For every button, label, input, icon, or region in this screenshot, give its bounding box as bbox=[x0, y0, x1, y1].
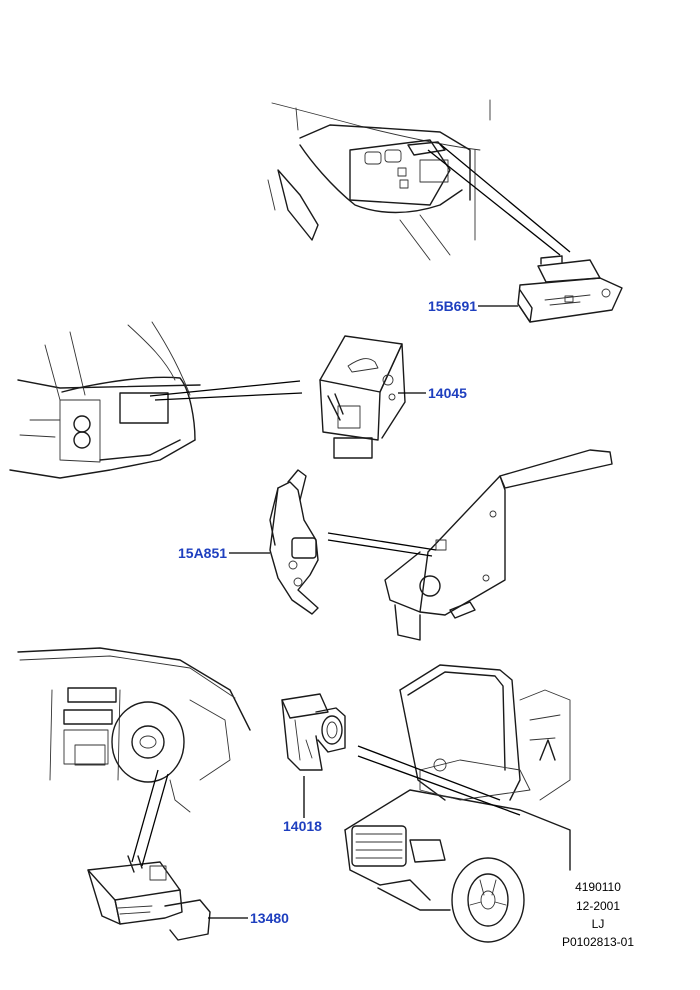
handbrake-lever-illustration bbox=[384, 449, 613, 641]
dashboard-illustration bbox=[17, 647, 251, 813]
tailgate-illustration bbox=[9, 321, 201, 479]
leader-handbrake-1 bbox=[327, 532, 437, 551]
callout-14018: 14018 bbox=[283, 818, 322, 834]
switch-14018-part bbox=[281, 693, 346, 771]
switch-14045-part bbox=[319, 335, 406, 459]
leader-dash-1 bbox=[131, 769, 159, 863]
callout-15A851: 15A851 bbox=[178, 545, 227, 561]
callout-14045: 14045 bbox=[428, 385, 467, 401]
reference-date: 12-2001 bbox=[576, 899, 620, 913]
switch-15B691-part bbox=[517, 255, 623, 323]
reference-code: 4190110 bbox=[575, 880, 621, 894]
leader-bonnet-2 bbox=[357, 755, 521, 816]
roof-console-illustration bbox=[267, 99, 491, 261]
leader-handbrake-2 bbox=[327, 539, 433, 557]
handbrake-switch-15A851-part bbox=[269, 469, 319, 615]
callout-15B691: 15B691 bbox=[428, 298, 477, 314]
leader-console-to-switch bbox=[427, 149, 561, 256]
reference-initials: LJ bbox=[592, 917, 605, 931]
reference-drawing-number: P0102813-01 bbox=[562, 935, 634, 949]
leader-tailgate-2 bbox=[154, 392, 303, 401]
leader-console-to-switch-2 bbox=[439, 143, 571, 253]
callout-13480: 13480 bbox=[250, 910, 289, 926]
leader-dash-2 bbox=[141, 773, 169, 867]
drawing-reference: 4190110 12-2001 LJ P0102813-01 bbox=[562, 880, 634, 949]
leader-tailgate-1 bbox=[149, 380, 301, 397]
vehicle-open-bonnet-illustration bbox=[344, 664, 571, 943]
module-13480-part bbox=[87, 855, 211, 941]
leader-bonnet-1 bbox=[357, 745, 501, 801]
